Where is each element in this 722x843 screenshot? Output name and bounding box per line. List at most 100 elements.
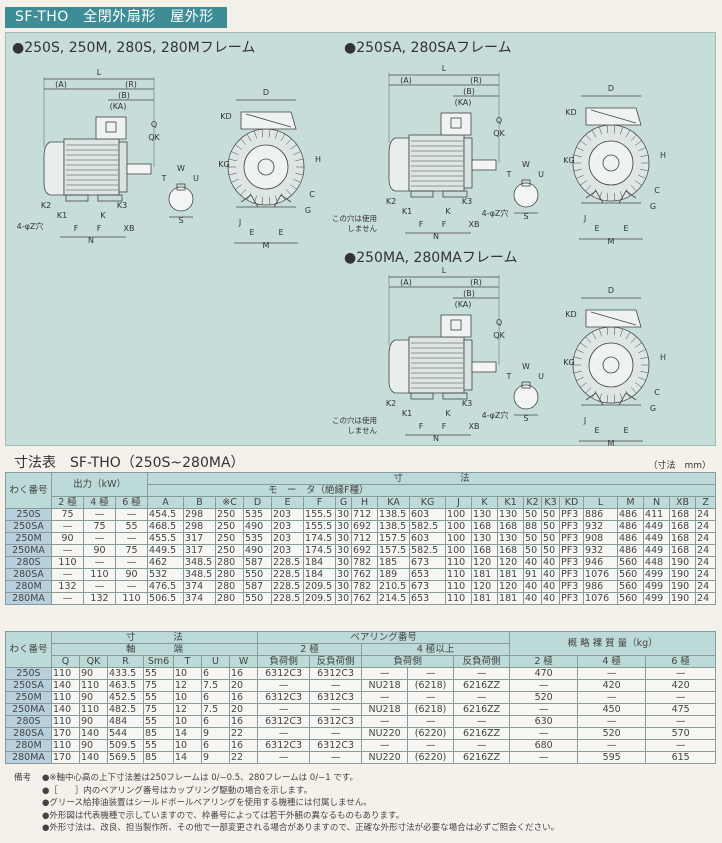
table-cell: NU220 (361, 751, 409, 764)
dimension-label: G (305, 206, 311, 215)
table-cell: 168 (497, 520, 525, 533)
table-cell: 24 (695, 556, 717, 569)
table-cell: NU220 (361, 727, 409, 740)
dimension-label: (B) (463, 289, 475, 298)
table-cell: 1076 (583, 568, 619, 581)
table-cell: 120 (471, 580, 499, 593)
dimension-label: K2 (386, 399, 396, 408)
table-title: 寸法表 SF-THO（250S~280MA） (14, 455, 245, 471)
table-cell: 6216ZZ (453, 727, 511, 740)
side-view (388, 275, 500, 436)
table-cell: PF3 (559, 508, 585, 521)
table-cell: 50 (523, 532, 543, 545)
table-cell: 170 (51, 751, 80, 764)
frame-number: 280M (5, 739, 52, 752)
table-cell: — (453, 715, 511, 728)
note-item: ●グリース給排油装置はシールドボールベアリングを使用する機種には付属しません。 (42, 798, 372, 808)
table-cell: 535 (243, 532, 273, 545)
table-cell: 24 (695, 592, 717, 605)
table-cell: PF3 (559, 568, 585, 581)
dimension-label: K1 (57, 211, 67, 220)
frame-number: 280S (5, 556, 52, 569)
table-cell: 203 (271, 544, 305, 557)
dimension-label: L (442, 64, 447, 73)
frame-number: 280SA (5, 568, 52, 581)
dimension-label: (A) (55, 80, 67, 89)
column-header: Sm6 (143, 655, 174, 668)
table-cell: — (309, 751, 363, 764)
table-cell: 130 (471, 508, 499, 521)
frame-number: 250MA (5, 544, 52, 557)
frame-number: 250SA (5, 679, 52, 692)
table-cell: 75 (83, 520, 116, 533)
pole-header: 6 極 (114, 496, 149, 509)
dimension-label: (B) (118, 91, 130, 100)
column-header: A (147, 496, 185, 509)
table-cell: 190 (669, 556, 697, 569)
table-cell: 886 (583, 508, 619, 521)
table-cell: — (407, 715, 455, 728)
table-cell: 6216ZZ (453, 751, 511, 764)
dimension-label: W (522, 160, 530, 169)
table-cell: 932 (583, 544, 619, 557)
table-cell: 110 (79, 703, 108, 716)
table-cell: 298 (183, 508, 217, 521)
column-header: XB (669, 496, 697, 509)
note-item: ●［ ］内のベアリング番号はカップリング駆動の場合を示します。 (42, 785, 313, 796)
dimension-label: F (419, 220, 424, 229)
table-cell: 100 (445, 532, 473, 545)
bearing-4pole-header: 4 極以上 (361, 643, 511, 656)
dimension-label: J (583, 214, 586, 223)
table-cell: — (407, 739, 455, 752)
table-cell: 250 (215, 532, 245, 545)
page-header: SF-THO 全閉外扇形 屋外形 (5, 7, 227, 28)
table-cell: — (577, 715, 647, 728)
table-cell: 14 (173, 751, 202, 764)
table-cell: 100 (445, 544, 473, 557)
side-view (388, 73, 500, 234)
table-cell: 20 (228, 679, 259, 692)
dimension-label: T (161, 174, 167, 183)
frame-number: 250S (5, 508, 52, 521)
table-cell: 250 (215, 520, 245, 533)
table-cell: 100 (445, 508, 473, 521)
dimension-label: E (594, 224, 599, 233)
table-cell: — (51, 520, 84, 533)
column-header: H (351, 496, 379, 509)
table-cell: 157.5 (377, 532, 411, 545)
table-cell: 6312C3 (257, 715, 311, 728)
table-cell: 486 (617, 508, 645, 521)
unused-hole-note: しません (347, 224, 377, 233)
dimension-label: E (594, 426, 599, 435)
dimension-label: C (309, 190, 315, 199)
table-cell: 520 (577, 727, 647, 740)
table-cell: 673 (409, 580, 447, 593)
dimension-label: C (654, 388, 660, 397)
table-cell: 475 (645, 703, 717, 716)
table-cell: 155.5 (303, 508, 337, 521)
table-cell: 130 (497, 508, 525, 521)
table-cell: 374 (183, 592, 217, 605)
table-cell: 228.5 (271, 568, 305, 581)
frame-number: 280MA (5, 592, 52, 605)
table-cell: — (257, 727, 311, 740)
dimension-label: F (74, 224, 79, 233)
table-cell: 6 (201, 691, 230, 704)
table-cell: 560 (617, 592, 645, 605)
table-cell: 16 (228, 715, 259, 728)
table-cell: 560 (617, 568, 645, 581)
table-cell: 50 (523, 544, 543, 557)
dimension-label: M (263, 241, 270, 250)
dimension-label: (KA) (455, 98, 472, 107)
table-cell: 449.5 (147, 544, 185, 557)
table-cell: 782 (351, 556, 379, 569)
table-cell: 110 (445, 592, 473, 605)
table-cell: 10 (173, 691, 202, 704)
figure-title-1: ●250S, 250M, 280S, 280Mフレーム (12, 40, 256, 56)
table-cell: 90 (114, 568, 149, 581)
table-cell: 55 (143, 667, 174, 680)
